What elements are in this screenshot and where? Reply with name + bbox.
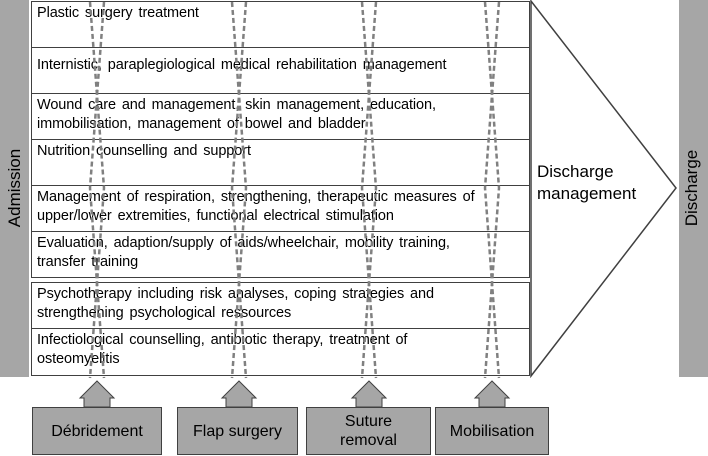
row-text: Management of respiration, strengthening… <box>37 189 475 205</box>
arrow-up-flap-surgery <box>220 380 258 408</box>
row-wound-care: Wound care and management, skin manageme… <box>31 93 530 140</box>
arrow-up-suture-removal <box>350 380 388 408</box>
row-infectiological: Infectiological counselling, antibiotic … <box>31 328 530 376</box>
row-text: Nutrition counselling and support <box>37 143 251 159</box>
row-text: transfer training <box>37 254 139 270</box>
dashed-connector-2-1 <box>230 1 248 379</box>
row-text: Internistic, paraplegiological medical r… <box>37 57 447 73</box>
discharge-management-line2: management <box>537 184 637 203</box>
phase-label: Mobilisation <box>449 422 535 440</box>
discharge-management-line1: Discharge <box>537 162 614 181</box>
phase-flap-surgery: Flap surgery <box>177 407 298 455</box>
dashed-connector-4-1 <box>483 1 501 379</box>
phase-label: Flap surgery <box>193 422 282 440</box>
dashed-connector-1-2 <box>88 1 106 379</box>
row-plastic-surgery: Plastic surgery treatment <box>31 1 530 48</box>
dashed-connector-3-1 <box>360 1 378 379</box>
phase-label: Débridement <box>51 422 143 440</box>
row-internistic-management: Internistic, paraplegiological medical r… <box>31 47 530 94</box>
discharge-management-label: Discharge management <box>537 161 636 205</box>
row-text: Infectiological counselling, antibiotic … <box>37 332 408 348</box>
row-text: Wound care and management, skin manageme… <box>37 97 436 113</box>
phase-mobilisation: Mobilisation <box>435 407 549 455</box>
phase-label: Suture <box>344 413 393 430</box>
dashed-connector-3-2 <box>360 1 378 379</box>
dashed-connector-2-2 <box>230 1 248 379</box>
phase-suture-removal: Suture removal <box>306 407 431 455</box>
discharge-bar <box>679 0 708 377</box>
dashed-connector-1-1 <box>88 1 106 379</box>
row-text: upper/lower extremities, functional elec… <box>37 208 394 224</box>
phase-debridement: Débridement <box>32 407 162 455</box>
row-evaluation: Evaluation, adaption/supply of aids/whee… <box>31 231 530 278</box>
row-text: immobilisation, management of bowel and … <box>37 116 366 132</box>
row-nutrition: Nutrition counselling and support <box>31 139 530 186</box>
row-text: Evaluation, adaption/supply of aids/whee… <box>37 235 450 251</box>
row-text: Psychotherapy including risk analyses, c… <box>37 286 434 302</box>
row-text: Plastic surgery treatment <box>37 5 199 21</box>
arrow-up-mobilisation <box>473 380 511 408</box>
phase-label: removal <box>340 432 397 449</box>
row-text: osteomyelitis <box>37 351 120 367</box>
arrow-up-debridement <box>78 380 116 408</box>
admission-bar <box>0 0 29 377</box>
dashed-connector-4-2 <box>483 1 501 379</box>
